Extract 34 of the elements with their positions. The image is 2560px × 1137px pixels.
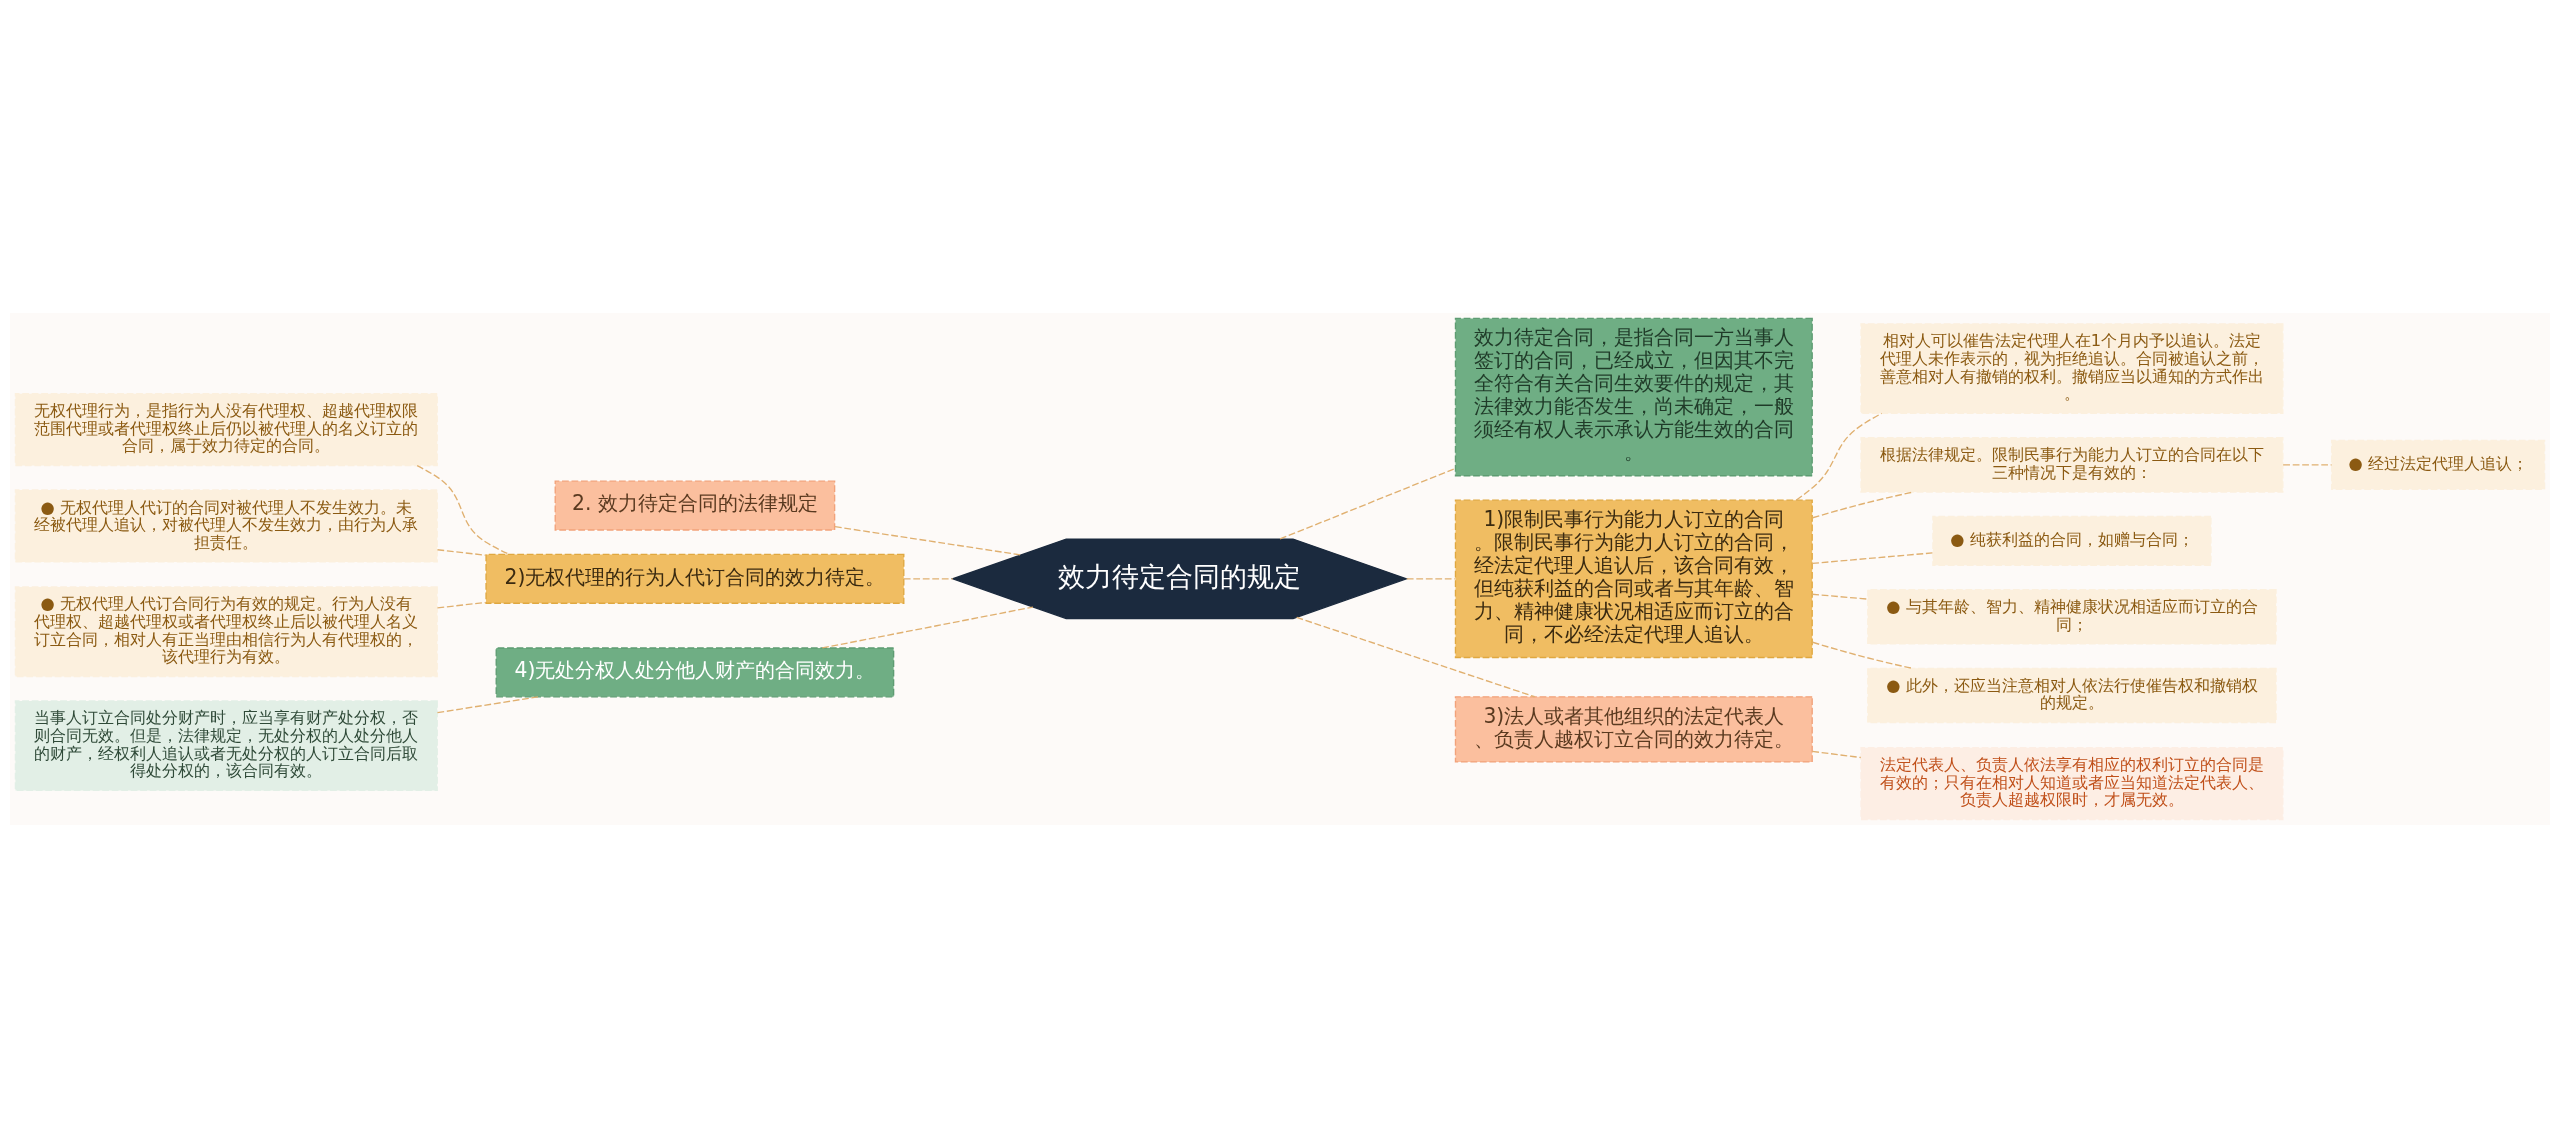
node-box: ● 无权代理人代订合同行为有效的规定。行为人没有代理权、超越代理权或者代理权终止后以被代理人名义订立合同，相对人有正当理由相信行为人有代理权的，该代理行为有效。: [14, 585, 438, 677]
node-box: 1)限制民事行为能力人订立的合同。限制民事行为能力人订立的合同，经法定代理人追认后，该合同有效，但纯获利益的合同或者与其年龄、智力、精神健康状况相适应而订立的合同，不必经法定代理人追认。: [1454, 499, 1813, 658]
node-box: 4)无处分权人处分他人财产的合同效力。: [495, 646, 895, 697]
node-box: ● 与其年龄、智力、精神健康状况相适应而订立的合同；: [1867, 588, 2277, 645]
connector: [903, 577, 954, 579]
connector: [436, 548, 487, 556]
connector: [1795, 412, 1883, 501]
node-box: ● 此外，还应当注意相对人依法行使催告权和撤销权的规定。: [1867, 667, 2277, 723]
node-box: 效力待定合同，是指合同一方当事人签订的合同，已经成立，但因其不完全符合有关合同生效要件的规定，其法律效力能否发生，尚未确定，一般须经有权人表示承认方能生效的合同。: [1454, 317, 1813, 476]
connector: [436, 601, 487, 609]
node-box: 2. 效力待定合同的法律规定: [554, 480, 836, 531]
node-box: 2)无权代理的行为人代订合同的效力待定。: [485, 553, 905, 604]
connector: [1812, 490, 1914, 518]
connector: [1279, 467, 1457, 540]
connector: [1406, 577, 1456, 579]
connector: [1811, 593, 1869, 600]
connector: [2282, 463, 2333, 466]
node-box: 3)法人或者其他组织的法定代表人、负责人越权订立合同的效力待定。: [1454, 695, 1813, 763]
connector: [1296, 616, 1536, 697]
connector: [821, 605, 1034, 649]
node-box: 当事人订立合同处分财产时，应当享有财产处分权，否则合同无效。但是，法律规定，无处分权的人处分他人的财产，经权利人追认或者无处分权的人订立合同后取得处分权的，该合同有效。: [14, 699, 438, 791]
connector: [416, 464, 510, 555]
connector: [1811, 551, 1934, 564]
connector: [436, 695, 539, 713]
node-box: ● 纯获利益的合同，如赠与合同；: [1932, 515, 2212, 566]
node-box: 法定代表人、负责人依法享有相应的权利订立的合同是有效的；只有在相对人知道或者应当知道法定代表人、负责人超越权限时，才属无效。: [1860, 746, 2284, 820]
connector: [1811, 641, 1913, 669]
node-box: 相对人可以催告法定代理人在1个月内予以追认。法定代理人未作表示的，视为拒绝追认。合同被追认之前，善意相对人有撤销的权利。撤销应当以通知的方式作出。: [1860, 322, 2284, 414]
node-box: 无权代理行为，是指行为人没有代理权、超越代理权限范围代理或者代理权终止后仍以被代理人的名义订立的合同，属于效力待定的合同。: [14, 392, 438, 466]
node-box: 根据法律规定。限制民事行为能力人订立的合同在以下三种情况下是有效的：: [1860, 436, 2284, 493]
node-box: ● 无权代理人代订的合同对被代理人不发生效力。未经被代理人追认，对被代理人不发生效力，由行为人承担责任。: [14, 488, 438, 563]
connector: [834, 525, 1022, 556]
node-box: ● 经过法定代理人追认；: [2330, 439, 2546, 490]
connector: [1811, 750, 1862, 758]
